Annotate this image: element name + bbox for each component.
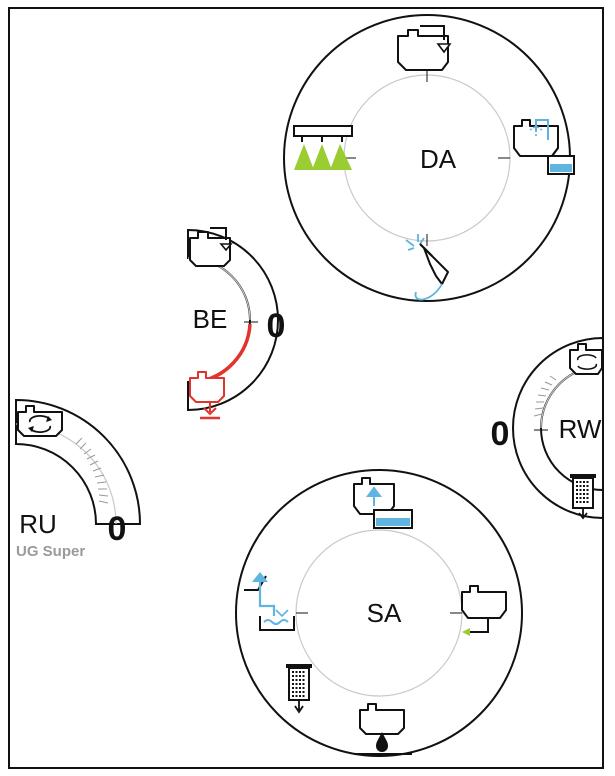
- da-label: DA: [420, 144, 457, 174]
- boom-spray-icon[interactable]: [293, 125, 353, 170]
- da-panel[interactable]: DA: [283, 14, 575, 302]
- ru-label: RU: [19, 509, 57, 539]
- ru-sublabel: UG Super: [16, 543, 85, 560]
- be-count: 0: [267, 307, 286, 345]
- sa-panel[interactable]: SA: [235, 469, 523, 757]
- filter-icon[interactable]: [286, 664, 312, 714]
- main-frame: [8, 7, 604, 769]
- tank-fill-icon[interactable]: [189, 227, 233, 267]
- rw-count: 0: [491, 415, 510, 453]
- ru-count: 0: [108, 510, 127, 548]
- be-panel[interactable]: BE 0: [187, 227, 286, 420]
- tank-fill-icon[interactable]: [397, 25, 452, 71]
- tank-drain-icon[interactable]: [189, 371, 225, 420]
- ru-scale: [75, 437, 109, 504]
- tank-wash-icon[interactable]: [513, 119, 575, 175]
- rw-label: RW: [559, 414, 602, 444]
- tank-rinse-icon[interactable]: [353, 477, 413, 529]
- high-pressure-gun-icon[interactable]: [405, 234, 449, 301]
- rw-scale: [533, 375, 557, 417]
- rw-panel[interactable]: RW 0: [491, 336, 604, 520]
- circulation-tank-icon[interactable]: [569, 343, 603, 375]
- sa-label: SA: [367, 598, 402, 628]
- rinse-water-icon[interactable]: [244, 572, 295, 631]
- be-label: BE: [193, 304, 228, 334]
- ru-panel[interactable]: RU 0: [15, 398, 142, 548]
- tank-drain-drop-icon[interactable]: [354, 703, 412, 755]
- filter-icon[interactable]: [570, 474, 596, 520]
- circulation-tank-icon[interactable]: [17, 405, 63, 437]
- tank-return-icon[interactable]: [461, 585, 507, 636]
